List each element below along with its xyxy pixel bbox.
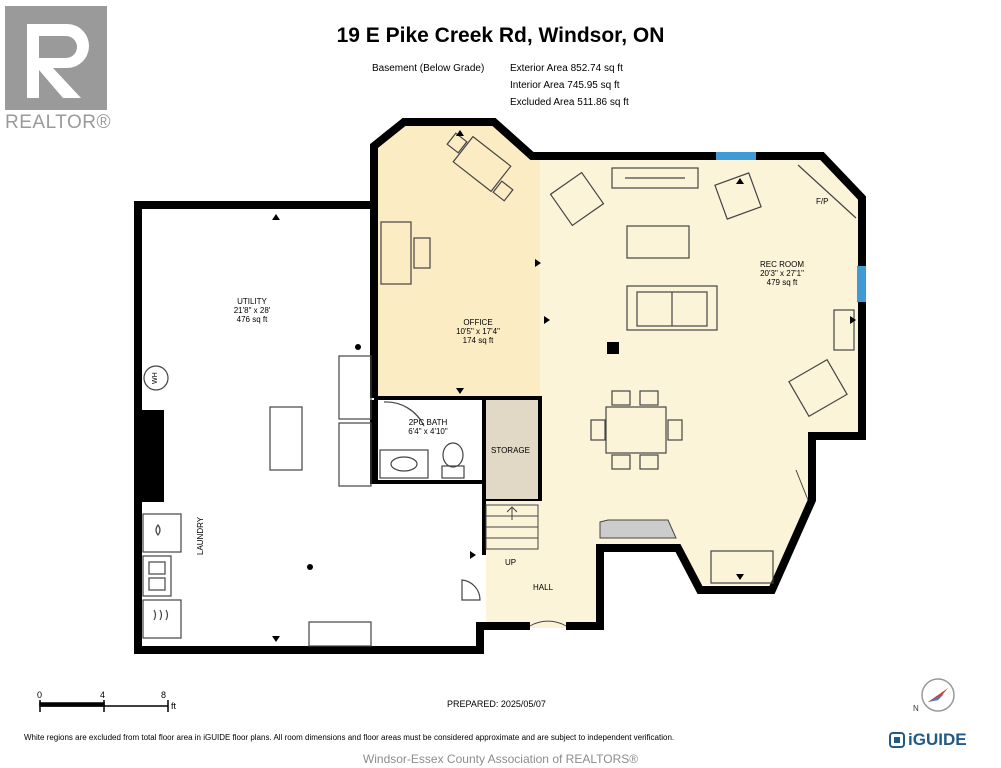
scale-label-8: 8	[161, 690, 167, 700]
office-desk	[380, 132, 514, 285]
association-footer: Windsor-Essex County Association of REAL…	[362, 752, 639, 766]
realtor-wordmark: REALTOR®	[5, 112, 111, 133]
stairs-up-label: UP	[505, 558, 517, 567]
room-hall: HALL	[533, 583, 554, 592]
storage-fill	[486, 398, 538, 500]
exterior-wall	[134, 201, 530, 654]
office-fill	[377, 122, 540, 398]
chimney	[140, 410, 164, 502]
column	[607, 342, 619, 354]
bath-fixtures	[379, 401, 465, 479]
room-rec-room: REC ROOM 20'3" x 27'1" 479 sq ft	[760, 260, 804, 287]
exterior-wall-rec	[370, 118, 866, 630]
iguide-brand: iGUIDE	[908, 730, 967, 749]
door-swing	[529, 620, 567, 627]
water-heater-label: WH	[152, 372, 159, 384]
rec-room-fill	[540, 158, 860, 628]
room-office: OFFICE 10'5" x 17'4" 174 sq ft	[456, 318, 500, 345]
room-storage: STORAGE	[491, 446, 530, 455]
window	[716, 152, 756, 160]
room-utility: UTILITY 21'8" x 28' 476 sq ft	[233, 297, 271, 324]
exterior-area: Exterior Area 852.74 sq ft	[510, 63, 623, 74]
window	[857, 266, 866, 302]
fireplace-label: F/P	[816, 197, 829, 206]
svg-text:N: N	[913, 704, 919, 713]
scale-bar	[39, 700, 169, 712]
scale-label-4: 4	[100, 690, 106, 700]
utility-fixtures	[142, 355, 481, 647]
realtor-logo	[5, 6, 107, 110]
view-arrows	[272, 130, 856, 642]
bath-fill	[377, 400, 478, 480]
plan-title: 19 E Pike Creek Rd, Windsor, ON	[336, 24, 665, 47]
iguide-icon	[889, 732, 905, 748]
level-label: Basement (Below Grade)	[372, 63, 485, 74]
hall-fill	[486, 500, 540, 628]
prepared-date: PREPARED: 2025/05/07	[447, 699, 546, 709]
scale-label-0: 0	[37, 690, 43, 700]
hearth	[599, 519, 677, 539]
disclaimer: White regions are excluded from total fl…	[24, 733, 675, 742]
excluded-area: Excluded Area 511.86 sq ft	[510, 97, 629, 108]
room-bath: 2PC BATH 6'4" x 4'10"	[408, 418, 448, 436]
room-laundry: LAUNDRY	[196, 516, 205, 555]
rec-furniture	[549, 164, 857, 584]
scale-unit: ft	[171, 701, 177, 711]
interior-area: Interior Area 745.95 sq ft	[510, 80, 620, 91]
stairs	[485, 504, 539, 550]
north-compass-icon: N	[913, 678, 955, 713]
